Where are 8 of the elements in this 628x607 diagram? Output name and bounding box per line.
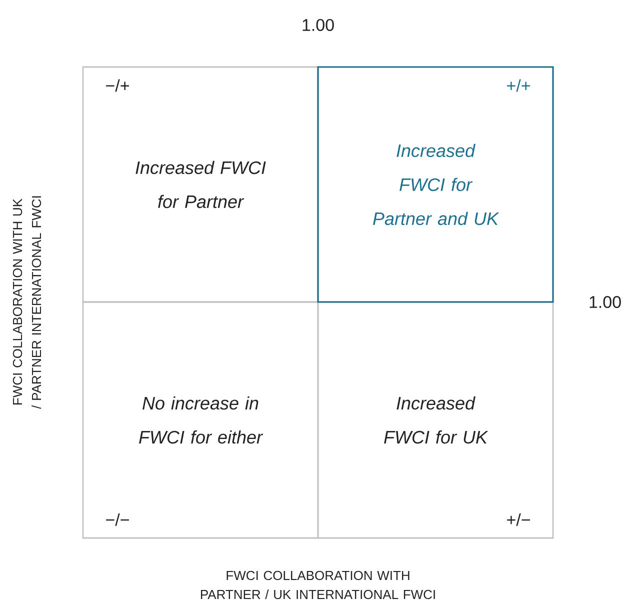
quadrant-box: +/+ Increased FWCI for Partner and UK: [317, 66, 554, 303]
axis-value: 1.00: [590, 296, 621, 308]
axis-value: 1.00: [302, 18, 334, 32]
quadrant-box: −/− No increase in FWCI for either: [82, 301, 319, 539]
axis-title: FWCI COLLABORATION WITH UK / PARTNER INTERNATIONAL FWCI: [12, 196, 42, 409]
quadrant-box: +/− Increased FWCI for UK: [317, 301, 554, 539]
quadrant-box: −/+ Increased FWCI for Partner: [82, 66, 319, 303]
axis-title: FWCI COLLABORATION WITH PARTNER / UK INTERNATIONAL FWCI: [200, 570, 435, 600]
